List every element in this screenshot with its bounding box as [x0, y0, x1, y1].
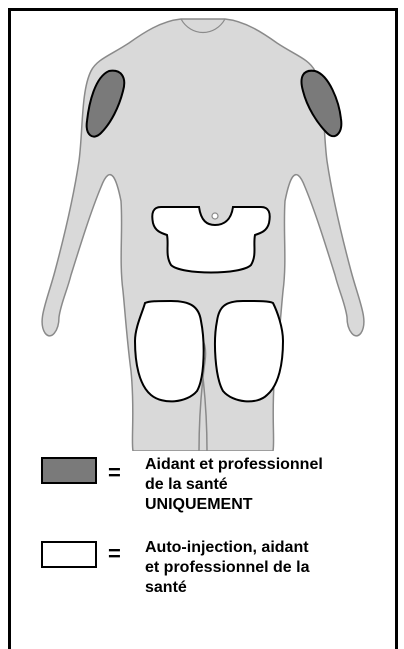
legend-text-2: Auto-injection, aidant et professionnel …: [145, 538, 309, 598]
legend-line: Aidant et professionnel: [145, 455, 323, 475]
right-thigh-zone: [215, 301, 283, 401]
navel-marker: [212, 213, 218, 219]
legend-line: Auto-injection, aidant: [145, 538, 309, 558]
legend-line: santé: [145, 578, 309, 598]
legend-line: de la santé: [145, 475, 323, 495]
legend-equals-1: =: [108, 462, 121, 484]
legend-line: et professionnel de la: [145, 558, 309, 578]
legend-line: UNIQUEMENT: [145, 495, 323, 515]
legend-equals-2: =: [108, 543, 121, 565]
legend-text-1: Aidant et professionnel de la santé UNIQ…: [145, 455, 323, 515]
legend-swatch-dark: [41, 457, 97, 484]
legend-swatch-white: [41, 541, 97, 568]
body-figure: [11, 11, 395, 451]
frame-border-right: [395, 8, 398, 649]
left-thigh-zone: [135, 301, 204, 401]
